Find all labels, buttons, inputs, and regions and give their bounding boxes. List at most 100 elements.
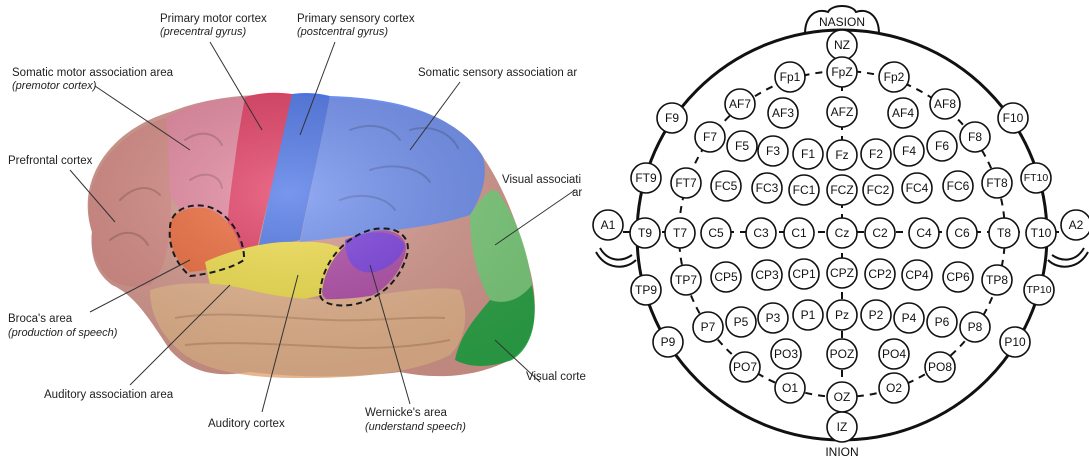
electrode-cp2: CP2 [865,259,895,289]
electrode-c2: C2 [865,218,895,248]
electrode-c5: C5 [701,218,731,248]
label-prefrontal: Prefrontal cortex [8,155,93,167]
electrode-c3: C3 [746,218,776,248]
label-primary-motor-sub: (precentral gyrus) [160,26,247,38]
electrode-po7: PO7 [730,352,760,382]
electrode-fp1: Fp1 [775,62,805,92]
electrode-label: TP9 [635,283,657,297]
electrode-label: TP8 [986,273,1008,287]
electrode-label: P4 [902,311,917,325]
electrode-ft7: FT7 [671,168,701,198]
electrode-cp6: CP6 [943,262,973,292]
electrode-f1: F1 [793,139,823,169]
electrode-fc4: FC4 [902,173,932,203]
electrode-label: Fp1 [780,70,801,84]
electrode-ft8: FT8 [982,168,1012,198]
electrode-nz: NZ [827,30,857,60]
electrode-label: Pz [835,308,849,322]
electrode-label: AF8 [934,97,956,111]
electrode-ft9: FT9 [631,163,661,193]
label-somatic-motor-sub: (premotor cortex) [12,80,97,92]
electrode-f10: F10 [998,103,1028,133]
electrode-a1: A1 [593,210,623,240]
electrode-label: C5 [708,226,724,240]
electrode-f2: F2 [861,139,891,169]
electrode-label: TP10 [1026,284,1051,296]
electrode-label: T7 [673,226,687,240]
electrode-label: CP3 [755,268,779,282]
electrode-p2: P2 [861,300,891,330]
eeg-head-map: NASION INION NZFp1FpZFp2AF7AF3AFZAF4AF8F… [593,6,1089,459]
right-ear [1052,248,1084,260]
electrode-label: FpZ [831,65,852,79]
electrode-a2: A2 [1061,210,1089,240]
electrode-label: TP7 [675,273,697,287]
electrode-fp2: Fp2 [879,62,909,92]
electrode-label: CP1 [792,267,816,281]
electrode-label: FC3 [756,181,779,195]
electrode-p1: P1 [793,300,823,330]
electrode-p8: P8 [960,312,990,342]
electrode-label: CP4 [905,268,929,282]
electrode-label: FC4 [906,181,929,195]
electrode-label: F7 [703,130,717,144]
electrode-label: CP5 [714,270,738,284]
label-auditory-assoc: Auditory association area [44,389,174,401]
electrode-label: F4 [902,144,916,158]
electrode-label: FC6 [947,179,970,193]
electrode-p6: P6 [927,307,957,337]
electrode-label: P1 [801,308,816,322]
brain-illustration [88,93,535,378]
electrode-af3: AF3 [768,98,798,128]
electrode-p7: P7 [693,312,723,342]
electrode-fc1: FC1 [789,175,819,205]
electrode-cz: Cz [827,218,857,248]
electrode-label: AFZ [831,105,854,119]
electrode-label: IZ [837,420,848,434]
electrode-fc5: FC5 [711,171,741,201]
electrode-label: C1 [791,226,807,240]
label-broca-sub: (production of speech) [8,327,118,339]
electrode-tp9: TP9 [631,275,661,305]
electrode-label: FC5 [715,179,738,193]
electrode-label: P3 [766,311,781,325]
electrode-c1: C1 [784,218,814,248]
left-ear [600,248,632,260]
electrode-label: PO3 [774,347,798,361]
electrode-label: T9 [638,226,652,240]
electrode-p4: P4 [894,303,924,333]
electrode-label: FT10 [1024,172,1049,184]
electrode-tp7: TP7 [671,265,701,295]
electrode-label: O1 [782,381,798,395]
electrode-p3: P3 [758,303,788,333]
electrode-f5: F5 [727,131,757,161]
electrode-afz: AFZ [827,97,857,127]
electrode-label: F9 [665,111,679,125]
electrode-label: F2 [869,147,883,161]
label-wernicke: Wernicke's area [365,407,447,419]
label-somatic-motor: Somatic motor association area [12,67,174,79]
electrode-label: FT9 [635,171,657,185]
electrode-label: AF4 [892,106,914,120]
electrode-t9: T9 [630,218,660,248]
electrode-fc3: FC3 [752,173,782,203]
electrode-t8: T8 [989,218,1019,248]
electrode-label: OZ [834,390,851,404]
electrode-cp1: CP1 [789,259,819,289]
electrode-label: A1 [601,218,616,232]
electrode-label: C4 [916,226,932,240]
electrode-label: P9 [661,335,676,349]
electrode-af8: AF8 [930,89,960,119]
label-visual-assoc: Visual associati [502,174,581,186]
electrode-label: P10 [1004,335,1026,349]
electrode-label: P5 [734,315,749,329]
electrode-tp8: TP8 [982,265,1012,295]
electrode-o2: O2 [879,373,909,403]
electrode-label: FC2 [867,183,890,197]
electrode-label: PO7 [733,360,757,374]
electrode-label: F3 [766,144,780,158]
electrode-label: P7 [701,320,716,334]
electrode-fpz: FpZ [827,57,857,87]
electrode-c4: C4 [909,218,939,248]
